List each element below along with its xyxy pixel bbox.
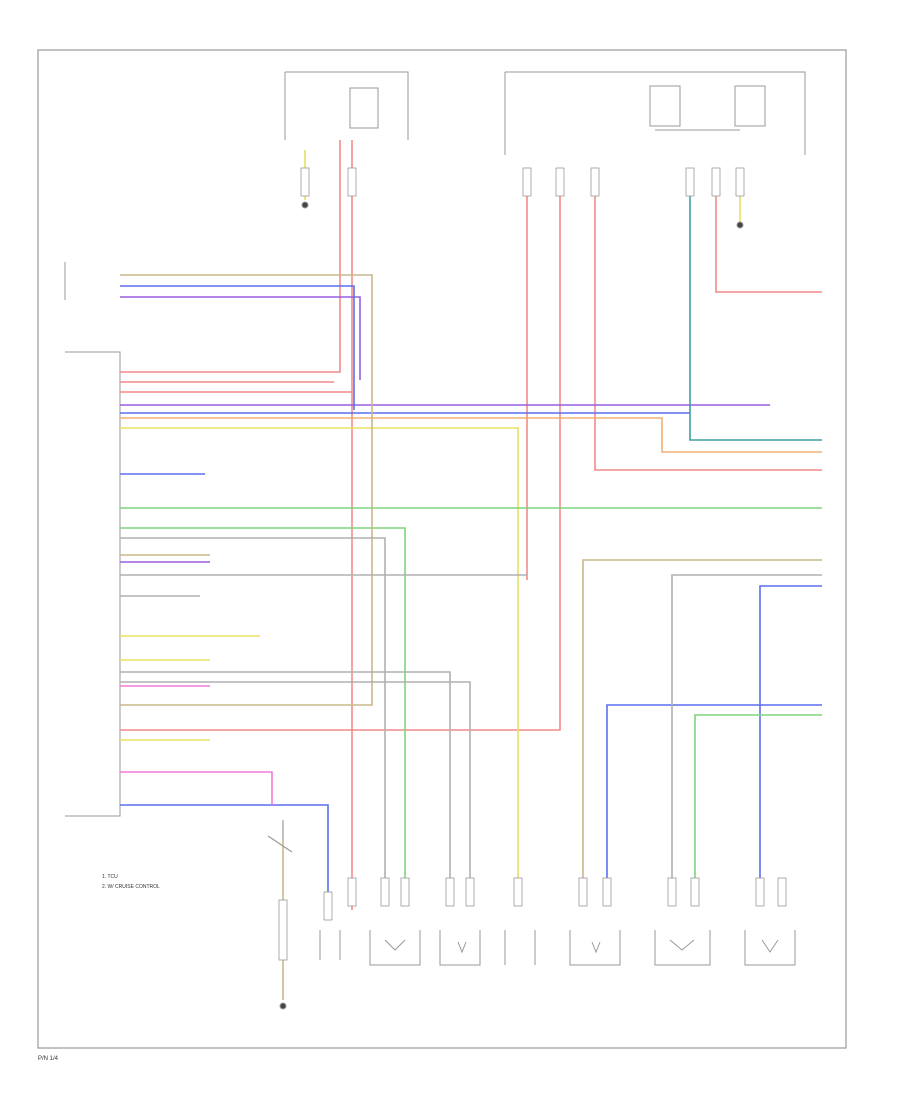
ecu-block [64, 262, 121, 817]
wire-red-right [715, 168, 822, 293]
connector-yellow-top [300, 167, 310, 197]
fuse-box-left-outline [284, 71, 409, 140]
connector-red-right [711, 167, 721, 197]
ecu-outline [64, 262, 121, 817]
wire-pink-1 [120, 771, 273, 805]
bottom-components [319, 930, 796, 966]
relay-left [349, 87, 379, 129]
wire-blue-right-2 [606, 704, 822, 905]
sensor-6-symbol [761, 939, 779, 953]
connector-red-main-top [347, 167, 357, 197]
ground-symbol-top [301, 201, 309, 209]
connector-red-center-2 [555, 167, 565, 197]
sensor-5-outline [654, 930, 711, 966]
connector-red-center-1 [522, 167, 532, 197]
wire-blue-1 [120, 285, 355, 410]
wire-blue-ecu-clutch [120, 804, 329, 905]
connector-bottom-12 [755, 877, 765, 907]
wire-yellow-1 [120, 427, 519, 905]
diagram-border [37, 49, 847, 1049]
connector-bottom-6 [465, 877, 475, 907]
relay-right [734, 85, 766, 127]
connector-bottom-3 [380, 877, 390, 907]
sensor-4-symbol [591, 941, 601, 954]
wire-green-right [694, 714, 822, 905]
connector-bottom-13 [777, 877, 787, 907]
connector-bottom-1 [323, 891, 333, 921]
clutch-pedal-switch-icon [267, 820, 293, 853]
wire-green-2 [120, 527, 406, 905]
connector-bottom-11 [690, 877, 700, 907]
ground-symbol-left [279, 1002, 287, 1010]
wire-red-top-ecu [120, 140, 341, 373]
wire-gray-1 [120, 537, 386, 905]
sensor-1-outline [369, 930, 421, 966]
connector-bottom-5 [445, 877, 455, 907]
grounds [279, 201, 744, 1010]
wire-red-center-3 [594, 168, 822, 471]
sensor-3-outline [504, 930, 536, 965]
connector-bottom-7 [513, 877, 523, 907]
relay-center-right [649, 85, 681, 127]
connector-bottom-10 [667, 877, 677, 907]
connector-bottom-9 [602, 877, 612, 907]
connector-bottom-2 [347, 877, 357, 907]
wire-teal-right [689, 168, 822, 441]
connectors [278, 167, 787, 961]
upper-fuse-boxes [284, 71, 806, 155]
clutch-switch-outline [319, 930, 341, 960]
sensor-5-symbol [669, 939, 695, 951]
wire-gray-3 [120, 681, 471, 905]
sensor-1-symbol [384, 939, 406, 951]
wires [120, 140, 822, 1000]
fuse-box-center-outline [504, 71, 806, 155]
connector-bottom-8 [578, 877, 588, 907]
wire-gray-right [671, 574, 822, 905]
sensor-6-outline [744, 930, 796, 966]
connector-teal-right [685, 167, 695, 197]
ground-symbol-right [736, 221, 744, 229]
connector-red-center-3 [590, 167, 600, 197]
sensor-4-outline [569, 930, 621, 966]
wire-violet-1 [120, 296, 361, 380]
page-reference: P/N 1/4 [38, 1056, 59, 1062]
wire-gray-2 [120, 671, 451, 905]
connector-yellow-right [735, 167, 745, 197]
connector-bottom-4 [400, 877, 410, 907]
wire-tan-1 [120, 274, 373, 706]
wire-orange-1 [120, 417, 822, 453]
connector-ground-left [278, 899, 288, 961]
wire-red-center-2 [120, 168, 561, 731]
wire-blue-right [759, 585, 822, 905]
note-2: 2. W/ CRUISE CONTROL [102, 884, 160, 890]
note-1: 1. TCU [102, 874, 118, 880]
sensor-2-outline [439, 930, 481, 966]
sensor-2-symbol [457, 941, 467, 954]
wire-tan-right [582, 559, 822, 905]
